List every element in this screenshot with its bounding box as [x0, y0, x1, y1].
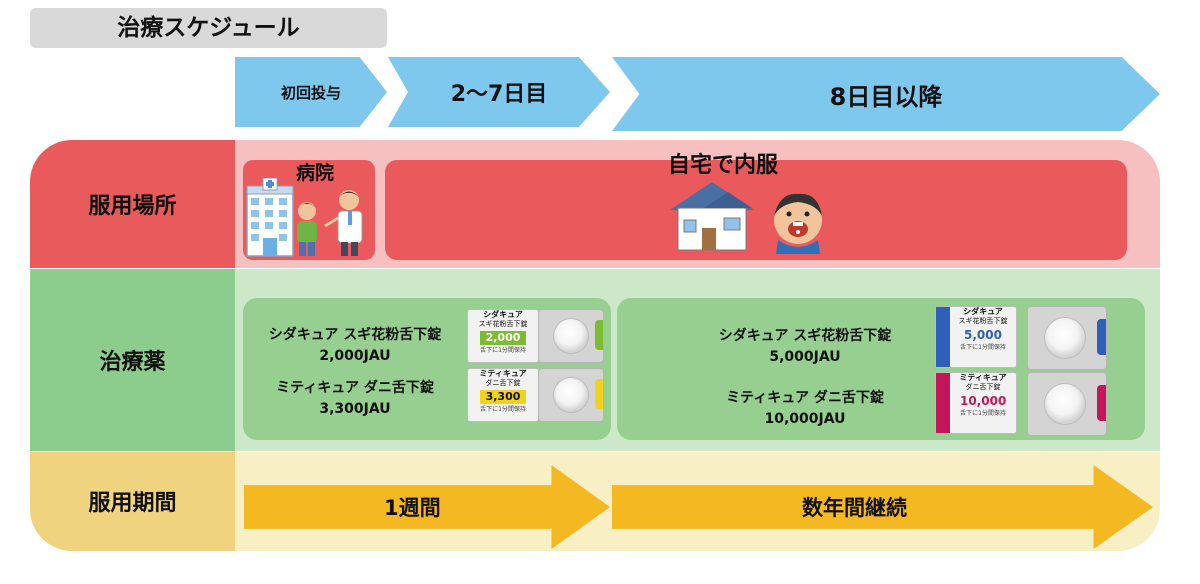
- medicine-maintenance-drug1: シダキュア スギ花粉舌下錠 5,000JAU: [690, 326, 920, 368]
- blister-pack: [1027, 372, 1107, 436]
- blister-accent: [595, 379, 603, 409]
- drug-dose: 3,300JAU: [319, 401, 391, 417]
- home-label: 自宅で内服: [668, 153, 779, 178]
- package-title: シダキュア: [963, 307, 1003, 316]
- blister-pack: [1027, 306, 1107, 370]
- package-note: 舌下に1分間保持: [960, 344, 1006, 351]
- package-dose: 5,000: [964, 328, 1002, 342]
- package-side-band: [936, 307, 950, 367]
- page-title: 治療スケジュール: [117, 15, 300, 41]
- medicine-maintenance-drug2: ミティキュア ダニ舌下錠 10,000JAU: [690, 388, 920, 430]
- drug-name: ミティキュア ダニ舌下錠: [726, 390, 884, 406]
- tablet-icon: [553, 318, 589, 354]
- timeline-step-initial-dose: 初回投与: [235, 57, 387, 127]
- child-open-mouth-icon: [774, 193, 822, 254]
- package-dose: 3,300: [480, 390, 526, 404]
- package-title: ミティキュア: [959, 373, 1007, 382]
- row-divider: [30, 451, 1160, 452]
- blister-pack: [538, 368, 604, 422]
- package-subtitle: ダニ舌下錠: [485, 379, 521, 387]
- medicine-initial-drug2: ミティキュア ダニ舌下錠 3,300JAU: [245, 378, 465, 420]
- row-divider: [30, 268, 1160, 269]
- package-title: ミティキュア: [479, 369, 527, 378]
- package-dose: 2,000: [480, 331, 526, 345]
- drug-dose: 10,000JAU: [764, 411, 846, 427]
- drug-dose: 5,000JAU: [769, 349, 841, 365]
- row-label-place: 服用場所: [30, 140, 235, 268]
- row-label-duration: 服用期間: [30, 451, 235, 551]
- tablet-icon: [1044, 383, 1086, 425]
- package-note: 舌下に1分間保持: [480, 347, 526, 354]
- package-dose: 10,000: [960, 394, 1007, 408]
- duration-continuing-label: 数年間継続: [802, 496, 907, 520]
- drug-name: シダキュア スギ花粉舌下錠: [268, 327, 442, 343]
- mitiqua-package-3300: ミティキュア ダニ舌下錠 3,300 舌下に1分間保持: [467, 368, 539, 422]
- hospital-label: 病院: [296, 162, 335, 184]
- package-title: シダキュア: [483, 310, 523, 319]
- package-subtitle: ダニ舌下錠: [965, 383, 1001, 391]
- mitiqua-package-10000: ミティキュア ダニ舌下錠 10,000 舌下に1分間保持: [935, 372, 1017, 434]
- blister-accent: [1097, 385, 1106, 421]
- drug-dose: 2,000JAU: [319, 348, 391, 364]
- row-label-medicine: 治療薬: [30, 268, 235, 451]
- package-side-band: [936, 373, 950, 433]
- sidaqua-package-5000: シダキュア スギ花粉舌下錠 5,000 舌下に1分間保持: [935, 306, 1017, 368]
- tablet-icon: [553, 377, 589, 413]
- home-illustration: [670, 182, 822, 254]
- package-note: 舌下に1分間保持: [480, 406, 526, 413]
- house-icon: [670, 182, 754, 251]
- drug-name: シダキュア スギ花粉舌下錠: [718, 328, 892, 344]
- home-panel: [385, 160, 1127, 260]
- blister-pack: [538, 309, 604, 363]
- tablet-icon: [1044, 317, 1086, 359]
- drug-name: ミティキュア ダニ舌下錠: [276, 380, 434, 396]
- blister-accent: [595, 320, 603, 350]
- timeline-step-day-8-onward: 8日目以降: [612, 57, 1160, 131]
- hospital-illustration: [246, 178, 363, 257]
- timeline-step-days-2-7: 2〜7日目: [388, 57, 610, 127]
- package-subtitle: スギ花粉舌下錠: [478, 320, 528, 328]
- blister-accent: [1097, 319, 1106, 355]
- patient-child-icon: [297, 202, 317, 256]
- title-background: [30, 8, 387, 48]
- package-note: 舌下に1分間保持: [960, 410, 1006, 417]
- sidaqua-package-2000: シダキュア スギ花粉舌下錠 2,000 舌下に1分間保持: [467, 309, 539, 363]
- doctor-icon: [324, 190, 363, 256]
- hospital-building-icon: [246, 178, 294, 257]
- medicine-initial-drug1: シダキュア スギ花粉舌下錠 2,000JAU: [245, 325, 465, 367]
- package-subtitle: スギ花粉舌下錠: [958, 317, 1008, 325]
- duration-first-label: 1週間: [384, 496, 441, 520]
